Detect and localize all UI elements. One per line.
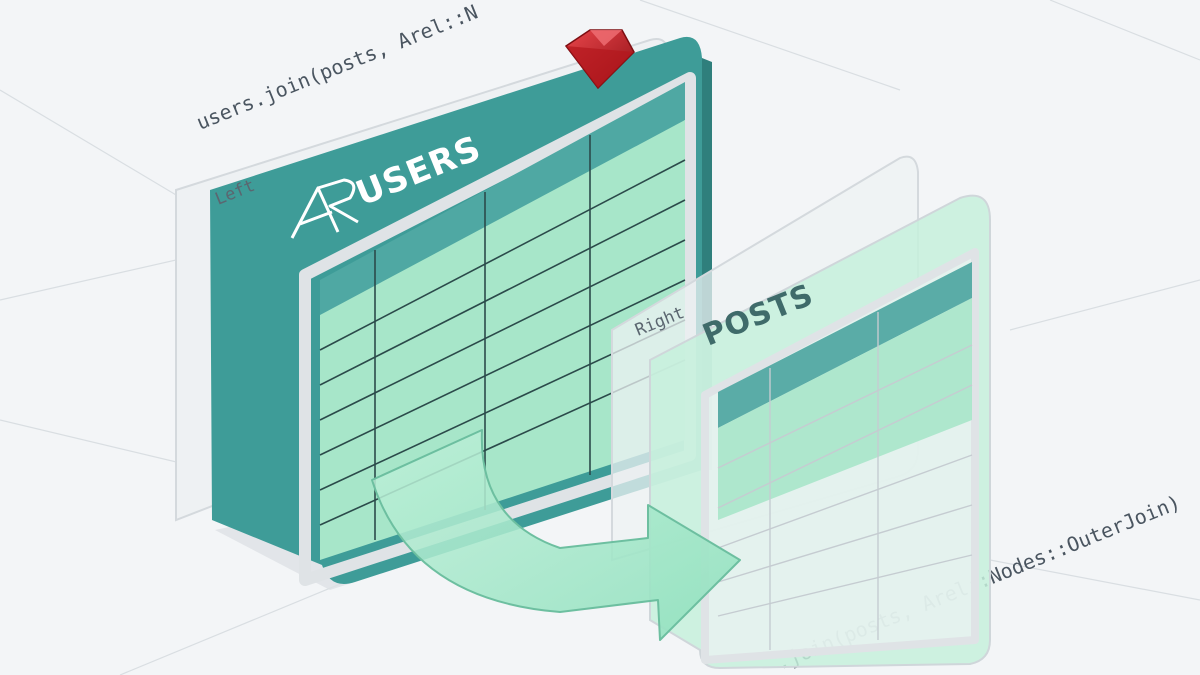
posts-grid-filled-rows — [718, 298, 972, 520]
users-grid-header — [320, 82, 685, 315]
posts-table: Right POSTS — [611, 155, 991, 670]
arel-logo-icon — [290, 178, 359, 239]
posts-grid-columns — [769, 312, 879, 650]
posts-grid-header — [718, 262, 972, 428]
ruby-gem-icon — [564, 29, 635, 90]
users-grid-body — [320, 120, 685, 560]
posts-grid-rows — [717, 344, 973, 617]
curved-arrow-icon — [371, 429, 741, 641]
